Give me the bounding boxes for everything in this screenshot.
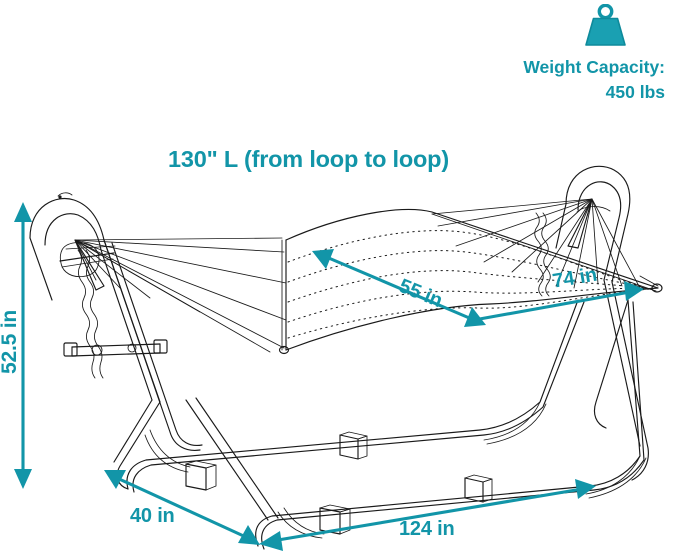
right-string-fan (431, 198, 641, 289)
hammock-bed (278, 208, 663, 355)
stand-foot-couplers (185, 431, 493, 535)
weight-capacity-block: Weight Capacity: 450 lbs (475, 4, 665, 104)
right-chain (534, 212, 551, 297)
weight-capacity-value: 450 lbs (605, 81, 665, 102)
dimension-arrow-height (14, 202, 32, 489)
right-upright-arch (555, 165, 631, 283)
loop-length-label: 130" L (from loop to loop) (168, 146, 449, 172)
height-dimension-label: 52.5 in (0, 310, 21, 374)
dimension-arrow-stand-depth (104, 470, 260, 545)
dimension-arrow-stand-length (259, 479, 596, 551)
weight-capacity-label: Weight Capacity: (523, 57, 665, 77)
left-chain (77, 249, 104, 379)
stand-length-dimension-label: 124 in (399, 518, 455, 540)
stand-depth-dimension-label: 40 in (130, 505, 175, 527)
left-spreader-bar (63, 339, 168, 357)
stand-gussets (144, 401, 647, 539)
dimension-arrow-bed-width (312, 249, 486, 327)
weight-icon (585, 4, 626, 46)
dimension-arrow-bed-length (473, 281, 644, 322)
